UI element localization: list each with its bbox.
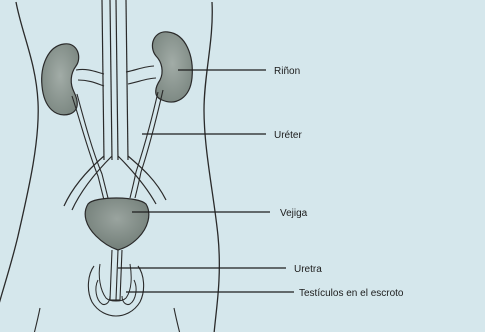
renal-vessels — [76, 66, 156, 86]
leader-lines — [118, 70, 294, 292]
bladder — [85, 198, 149, 250]
label-testiculos: Testículos en el escroto — [299, 288, 404, 299]
label-uretra: Uretra — [294, 264, 322, 275]
urethra-shaft — [110, 250, 122, 300]
label-vejiga: Vejiga — [280, 208, 308, 219]
great-vessels — [102, 0, 128, 160]
torso-left-contour — [0, 2, 38, 332]
torso-right-contour — [204, 2, 219, 332]
label-ureter: Uréter — [274, 130, 302, 141]
right-kidney — [152, 32, 192, 102]
right-thigh-line — [174, 308, 180, 332]
label-rinon: Riñon — [274, 66, 300, 77]
left-kidney — [42, 44, 79, 115]
penis-sketch — [99, 264, 131, 301]
left-thigh-line — [34, 308, 40, 332]
